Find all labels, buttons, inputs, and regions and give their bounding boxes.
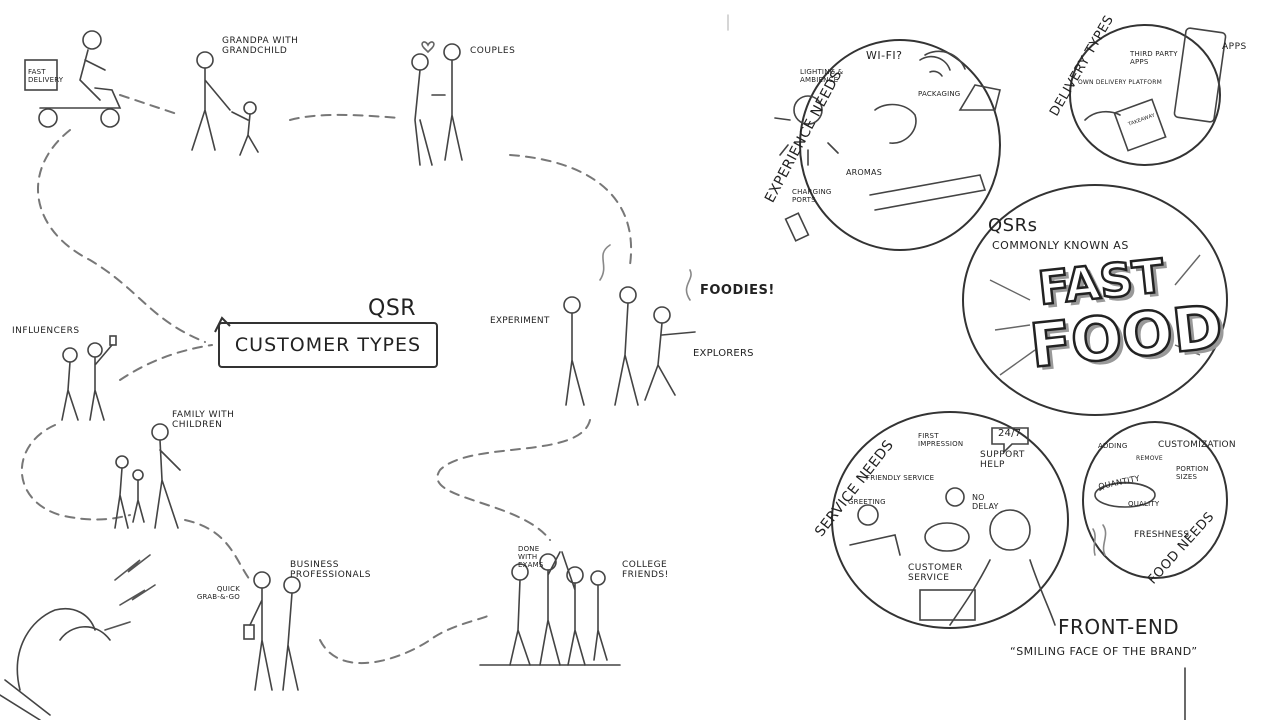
done-exams-label: Done with Exams [518, 545, 544, 570]
food-needs-circle [1082, 421, 1228, 579]
freshness-label: Freshness [1134, 530, 1190, 540]
foodies-label: Foodies! [700, 283, 775, 298]
fast-food-rays [989, 254, 1211, 376]
delivery-box-label: Fast Delivery [28, 68, 64, 85]
food-details-figure [1092, 481, 1156, 556]
path-family-to-business [184, 519, 251, 581]
qsr-circle [962, 184, 1228, 416]
grandpa-label: Grandpa with Grandchild [222, 36, 299, 57]
customer-types-box: Customer Types [218, 322, 438, 368]
customer-service-label: Customer Service [908, 563, 963, 584]
path-foodies-to-college [436, 419, 591, 541]
portion-label: Portion Sizes [1176, 465, 1209, 482]
path-delivery-to-influencers [36, 129, 206, 343]
couple-figure [411, 41, 463, 166]
charging-label: Charging Ports [792, 188, 832, 205]
quick-grab-label: Quick Grab-&-Go [196, 585, 240, 602]
delivery-types-circle [1069, 24, 1221, 166]
qsr-label: QSR [368, 296, 417, 321]
apps-label: Apps [1222, 42, 1247, 52]
service-details-figure [849, 427, 1056, 626]
path-couples-to-foodies [509, 154, 633, 266]
support-247-label: 24/7 [998, 428, 1022, 439]
friendly-service-label: Friendly Service [866, 474, 935, 482]
college-label: College Friends! [622, 560, 669, 581]
first-impression-label: First Impression [918, 432, 964, 449]
explorers-label: Explorers [693, 348, 754, 359]
adding-label: Adding [1098, 442, 1128, 450]
couples-label: Couples [470, 46, 516, 56]
qsrs-heading: QSRs [988, 215, 1038, 236]
customer-types-title: Customer Types [234, 334, 422, 356]
experience-details-figure [774, 50, 1001, 242]
support-help-label: Support Help [980, 450, 1025, 471]
qsrs-subheading: Commonly known as [992, 239, 1129, 252]
own-platform-label: Own Delivery Platform [1078, 79, 1162, 86]
path-business-to-college [319, 614, 491, 664]
path-grandpa-to-couples [289, 113, 401, 121]
business-label: Business Professionals [290, 560, 371, 581]
remove-label: Remove [1136, 455, 1163, 462]
food-text: Food [1026, 291, 1228, 383]
path-influencers-to-family [20, 424, 131, 521]
influencers-label: Influencers [12, 326, 80, 336]
greeting-label: Greeting [848, 498, 886, 506]
third-party-label: Third Party Apps [1130, 50, 1178, 67]
front-end-title: Front-End [1058, 615, 1180, 639]
quality-label: Quality [1128, 500, 1160, 508]
business-figure [243, 571, 301, 691]
packaging-label: Packaging [918, 90, 961, 98]
path-influencers-to-title [119, 344, 213, 381]
delivery-scooter-figure [24, 30, 122, 128]
family-label: Family with Children [172, 410, 235, 431]
grandpa-child-figure [191, 51, 259, 156]
wifi-label: Wi-Fi? [866, 49, 903, 62]
customization-label: Customization [1158, 440, 1236, 450]
delivery-details-figure [1084, 27, 1227, 152]
magnet-hand-figure [0, 554, 156, 720]
experience-needs-circle [799, 39, 1001, 251]
lighting-label: Lighting & Ambience [800, 68, 844, 85]
aromas-label: Aromas [846, 168, 882, 177]
influencers-figure [61, 335, 117, 421]
service-needs-circle [831, 411, 1069, 629]
no-delay-label: No Delay [972, 493, 999, 512]
college-friends-figure [479, 551, 621, 666]
experiment-label: Experiment [490, 316, 550, 326]
front-end-tagline: “Smiling face of the brand” [1010, 645, 1198, 658]
path-delivery-to-grandpa [119, 94, 181, 116]
family-figure [114, 423, 181, 529]
foodies-figure [563, 244, 696, 406]
